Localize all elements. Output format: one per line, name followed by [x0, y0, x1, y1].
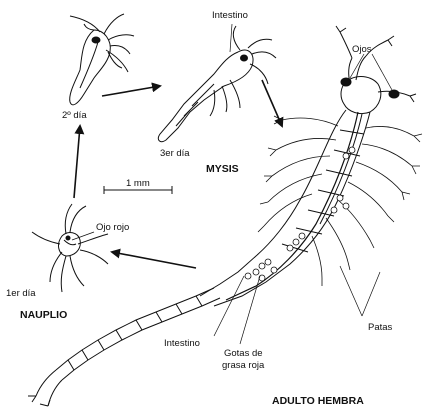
label-gotas-line2: grasa roja [222, 360, 265, 371]
label-intestino-adulto: Intestino [164, 338, 200, 349]
mysis-day3-illustration [158, 26, 276, 142]
arrow-day2-to-mysis [102, 86, 160, 96]
label-intestino-mysis: Intestino [212, 10, 248, 21]
label-patas: Patas [368, 322, 393, 333]
nauplius-illustration [32, 204, 108, 292]
label-scale: 1 mm [126, 178, 150, 189]
label-adulto: ADULTO HEMBRA [272, 395, 364, 407]
label-mysis: MYSIS [206, 163, 239, 175]
label-dia2: 2º día [62, 110, 87, 121]
lifecycle-arrows [74, 80, 282, 268]
label-nauplio: NAUPLIO [20, 309, 67, 321]
label-dia3: 3er día [160, 148, 190, 159]
arrow-nauplio-to-day2 [74, 126, 80, 198]
label-gotas-line1: Gotas de [224, 348, 263, 359]
arrow-mysis-to-adult [262, 80, 282, 126]
label-ojo-rojo: Ojo rojo [96, 222, 129, 233]
larva-day2-illustration [70, 14, 134, 105]
label-dia1: 1er día [6, 288, 36, 299]
arrow-adult-to-nauplio [112, 252, 196, 268]
label-ojos: Ojos [352, 44, 372, 55]
